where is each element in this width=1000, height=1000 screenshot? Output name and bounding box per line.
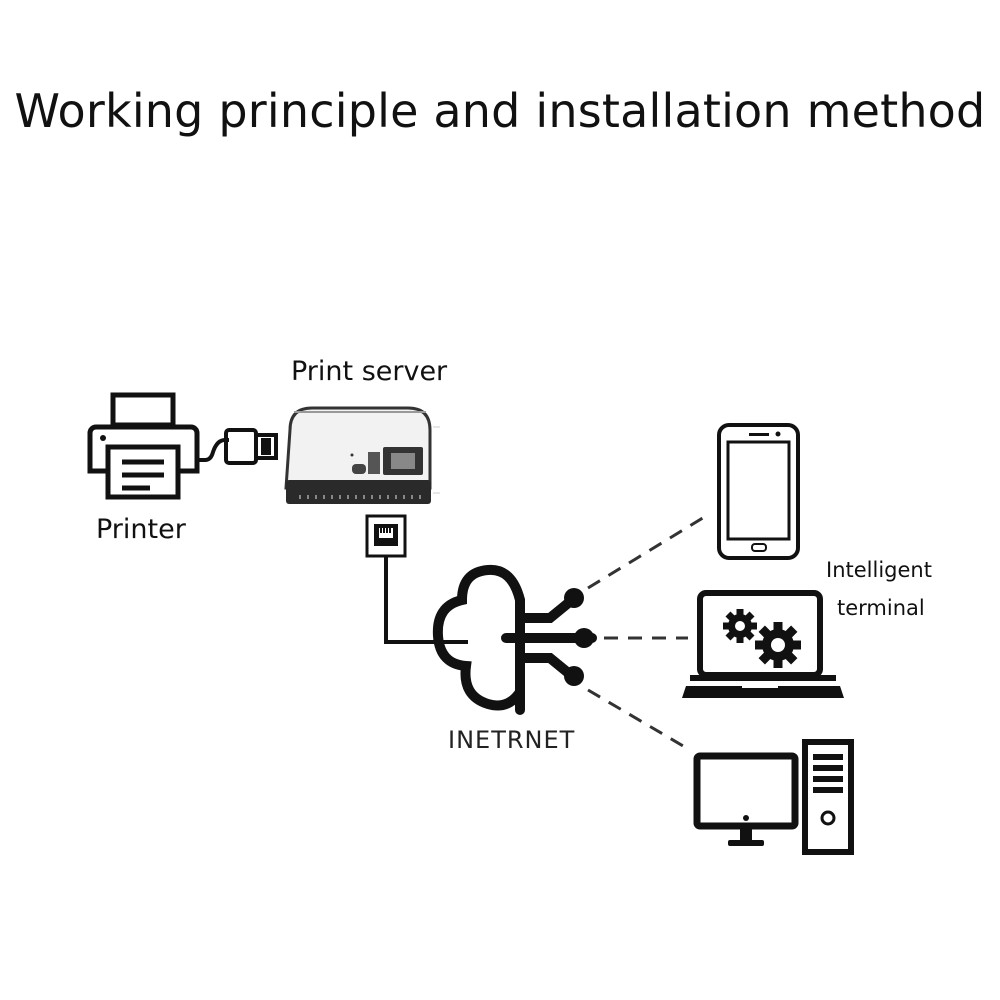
diagram-title: Working principle and installation metho… <box>14 84 986 138</box>
cloud-node-bottom <box>564 666 584 686</box>
print-server-device-icon <box>284 406 432 504</box>
laptop-gears-icon <box>682 590 844 698</box>
wireless-links <box>587 514 707 752</box>
usb-cable <box>197 438 229 462</box>
terminal-label-line1: Intelligent <box>826 558 932 582</box>
terminal-label-line2: terminal <box>837 596 925 620</box>
printer-label: Printer <box>96 514 186 545</box>
printer-icon <box>87 392 200 500</box>
smartphone-icon <box>717 423 800 560</box>
ethernet-port-icon <box>365 514 407 558</box>
print-server-label: Print server <box>291 356 448 387</box>
large-gear-icon <box>755 622 801 668</box>
small-gear-icon <box>723 609 757 643</box>
cloud-node-top <box>564 588 584 608</box>
internet-label: INETRNET <box>448 726 576 754</box>
cloud-node-middle <box>574 628 594 648</box>
desktop-computer-icon <box>693 739 854 855</box>
usb-plug-icon <box>224 428 278 465</box>
